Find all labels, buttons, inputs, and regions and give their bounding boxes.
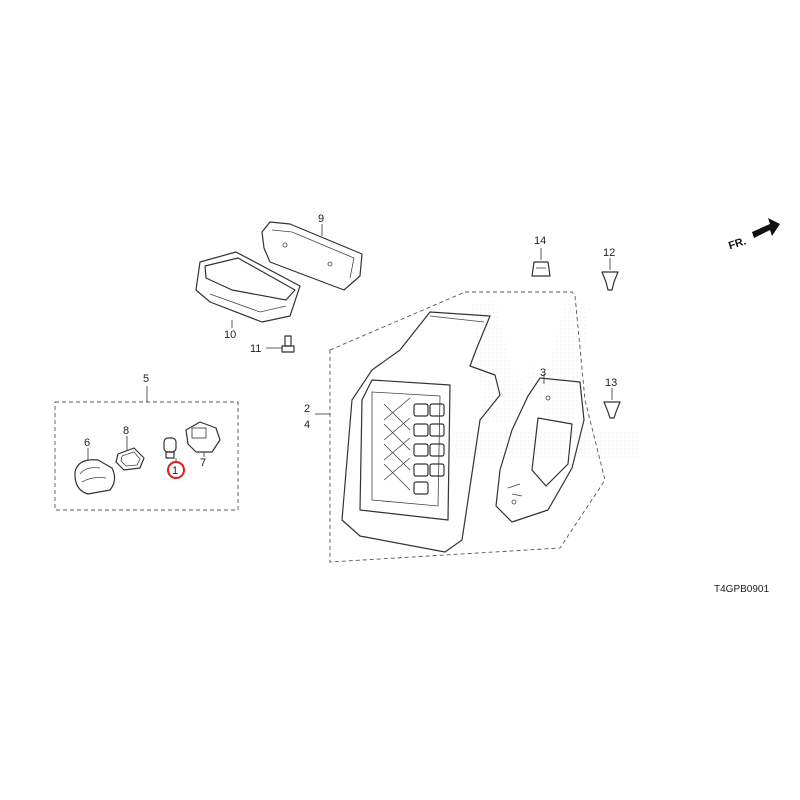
bulb-part-1 [163, 437, 177, 462]
callout-1: 1 [172, 465, 178, 477]
callout-11: 11 [250, 343, 261, 355]
cover-plate-part-9 [261, 221, 363, 291]
seal-part-3 [495, 374, 585, 523]
lens-cells [413, 403, 445, 495]
callout-6: 6 [84, 437, 90, 449]
callout-3: 3 [540, 367, 546, 379]
callout-5: 5 [143, 373, 149, 385]
callout-12: 12 [603, 247, 615, 259]
callout-13: 13 [605, 377, 617, 389]
clip-part-13 [603, 388, 621, 419]
callout-7: 7 [200, 457, 206, 469]
front-direction-arrow-icon: FR. [727, 218, 780, 252]
callout-4: 4 [304, 419, 310, 431]
callout-10: 10 [224, 329, 236, 341]
socket-part-7 [185, 421, 221, 457]
nut-part-14 [531, 248, 551, 277]
group-box-5 [54, 401, 239, 511]
callout-8: 8 [123, 425, 129, 437]
group-box-2-4 [329, 291, 606, 563]
gasket-part-8 [115, 436, 145, 471]
direction-label: FR. [727, 235, 748, 252]
tail-light-part-2-4 [341, 311, 501, 553]
diagram-code: T4GPB0901 [714, 584, 769, 595]
stop-light-housing-part-10 [195, 251, 301, 328]
callout-2: 2 [304, 403, 310, 415]
bolt-part-11 [266, 335, 295, 353]
socket-cover-part-6 [74, 448, 116, 495]
highlight-ring-1 [167, 461, 185, 479]
callout-14: 14 [534, 235, 546, 247]
clip-part-12 [601, 258, 619, 291]
callout-9: 9 [318, 213, 324, 225]
